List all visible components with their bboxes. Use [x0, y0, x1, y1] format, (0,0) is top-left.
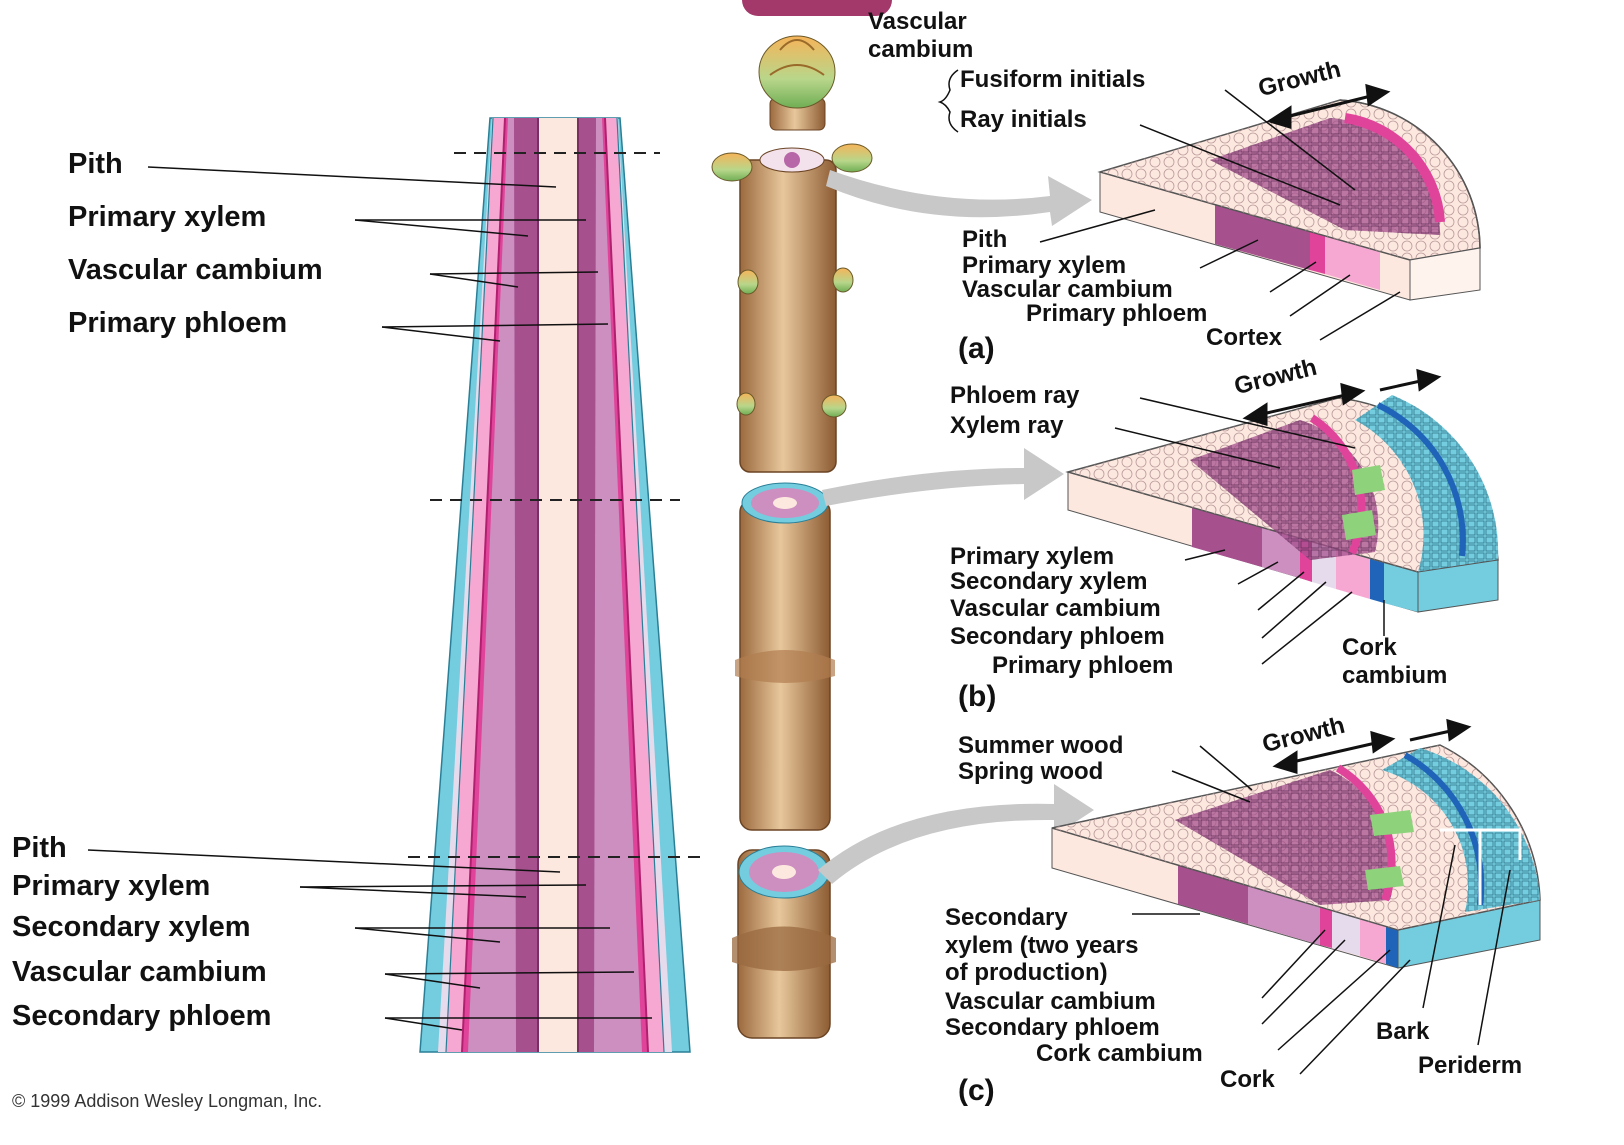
b-label-secondary-xylem: Secondary xylem	[950, 570, 1147, 594]
a-label-fusiform-initials: Fusiform initials	[960, 68, 1145, 92]
a-label-primary-xylem: Primary xylem	[962, 254, 1126, 278]
c-label-spring-wood: Spring wood	[958, 760, 1103, 784]
copyright-notice: © 1999 Addison Wesley Longman, Inc.	[12, 1092, 322, 1110]
stem-label-primary-xylem-lower: Primary xylem	[12, 872, 210, 901]
panel-a-letter: (a)	[958, 334, 995, 364]
c-label-secondary-xylem: Secondary xylem (two years of production…	[945, 904, 1138, 987]
b-label-secondary-phloem: Secondary phloem	[950, 625, 1165, 649]
stem-label-primary-xylem: Primary xylem	[68, 203, 266, 232]
c-label-secondary-phloem: Secondary phloem	[945, 1016, 1160, 1040]
a-label-pith: Pith	[962, 228, 1007, 252]
c-label-bark: Bark	[1376, 1020, 1429, 1044]
c-label-cork: Cork	[1220, 1068, 1275, 1092]
panel-c-letter: (c)	[958, 1076, 995, 1106]
b-label-xylem-ray: Xylem ray	[950, 414, 1063, 438]
b-label-cork-cambium: Cork cambium	[1342, 634, 1447, 689]
stem-label-vascular-cambium: Vascular cambium	[68, 256, 323, 285]
stem-label-pith: Pith	[68, 150, 123, 179]
stem-label-primary-phloem: Primary phloem	[68, 309, 287, 338]
a-label-primary-phloem: Primary phloem	[1026, 302, 1207, 326]
stem-longitudinal-diagram	[408, 118, 705, 1052]
wedge-a	[1100, 100, 1480, 300]
panel-b-letter: (b)	[958, 682, 996, 712]
a-label-ray-initials: Ray initials	[960, 108, 1087, 132]
stem-label-secondary-phloem-lower: Secondary phloem	[12, 1002, 271, 1031]
c-label-summer-wood: Summer wood	[958, 734, 1123, 758]
a-label-vascular-cambium: Vascular cambium	[868, 8, 973, 63]
b-label-primary-phloem: Primary phloem	[992, 654, 1173, 678]
c-label-periderm: Periderm	[1418, 1054, 1522, 1078]
b-label-primary-xylem: Primary xylem	[950, 545, 1114, 569]
a-label-vascular-cambium-2: Vascular cambium	[962, 278, 1173, 302]
stem-label-secondary-xylem-lower: Secondary xylem	[12, 913, 251, 942]
c-label-vascular-cambium: Vascular cambium	[945, 990, 1156, 1014]
b-label-phloem-ray: Phloem ray	[950, 384, 1079, 408]
stem-label-pith-lower: Pith	[12, 834, 67, 863]
stem-label-vascular-cambium-lower: Vascular cambium	[12, 958, 267, 987]
b-label-vascular-cambium: Vascular cambium	[950, 597, 1161, 621]
a-label-cortex: Cortex	[1206, 326, 1282, 350]
c-label-cork-cambium: Cork cambium	[1036, 1042, 1203, 1066]
